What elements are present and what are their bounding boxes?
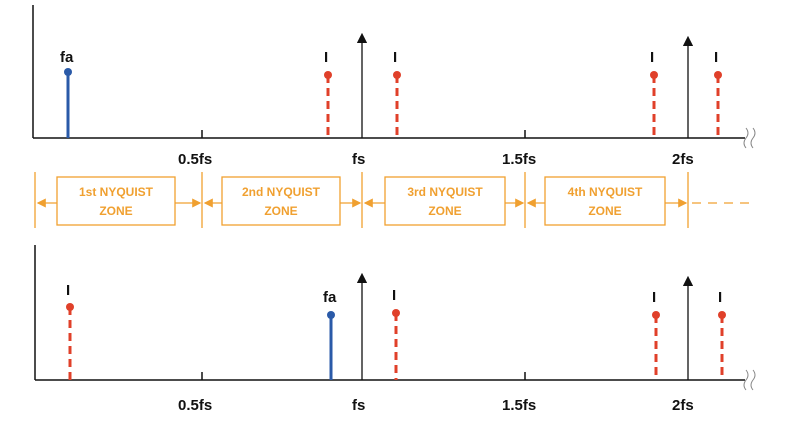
tick-label: 0.5fs bbox=[178, 397, 212, 414]
signal-dot bbox=[327, 311, 335, 319]
zone-label: ZONE bbox=[588, 204, 621, 218]
signal-label: fa bbox=[60, 49, 74, 66]
image-lines: I I I I bbox=[324, 49, 722, 135]
zone-label: 3rd NYQUIST bbox=[407, 185, 483, 199]
top-plot: fa I I I I 0.5fs fs 1.5fs 2fs bbox=[32, 5, 756, 168]
zone-box bbox=[384, 176, 506, 226]
signal-dot bbox=[64, 68, 72, 76]
zone-labels: 1st NYQUIST ZONE 2nd NYQUIST ZONE 3rd NY… bbox=[79, 185, 643, 218]
zone-label: ZONE bbox=[99, 204, 132, 218]
image-marker: I bbox=[714, 49, 718, 66]
tick-label: fs bbox=[352, 151, 365, 168]
bottom-plot: fa I I I I 0.5fs fs 1.5fs 2fs bbox=[34, 245, 756, 414]
zone-label: 1st NYQUIST bbox=[79, 185, 154, 199]
zone-box bbox=[221, 176, 341, 226]
tick-label: fs bbox=[352, 397, 365, 414]
axis-break-icon bbox=[743, 127, 756, 149]
image-marker: I bbox=[392, 287, 396, 304]
image-line: I bbox=[714, 49, 722, 135]
tick-label: 1.5fs bbox=[502, 151, 536, 168]
zone-label: ZONE bbox=[428, 204, 461, 218]
tick-label: 1.5fs bbox=[502, 397, 536, 414]
tick-label: 2fs bbox=[672, 151, 694, 168]
axis-break-icon bbox=[743, 369, 756, 391]
image-marker: I bbox=[66, 282, 70, 299]
signal-label: fa bbox=[323, 289, 337, 306]
image-line: I bbox=[652, 289, 660, 380]
zone-box bbox=[56, 176, 176, 226]
tick-label: 0.5fs bbox=[178, 151, 212, 168]
image-marker: I bbox=[650, 49, 654, 66]
image-line: I bbox=[650, 49, 658, 135]
image-line: I bbox=[392, 287, 400, 380]
tick-marks bbox=[201, 130, 526, 138]
image-line: I bbox=[393, 49, 401, 135]
image-line: I bbox=[66, 282, 74, 380]
tick-marks bbox=[201, 372, 526, 380]
image-marker: I bbox=[718, 289, 722, 306]
image-marker: I bbox=[324, 49, 328, 66]
image-line: I bbox=[324, 49, 332, 135]
image-marker: I bbox=[652, 289, 656, 306]
image-line: I bbox=[718, 289, 726, 380]
zone-label: 4th NYQUIST bbox=[568, 185, 643, 199]
zone-label: ZONE bbox=[264, 204, 297, 218]
image-marker: I bbox=[393, 49, 397, 66]
zone-label: 2nd NYQUIST bbox=[242, 185, 321, 199]
nyquist-zone-band bbox=[34, 172, 750, 228]
tick-label: 2fs bbox=[672, 397, 694, 414]
zone-box bbox=[544, 176, 666, 226]
